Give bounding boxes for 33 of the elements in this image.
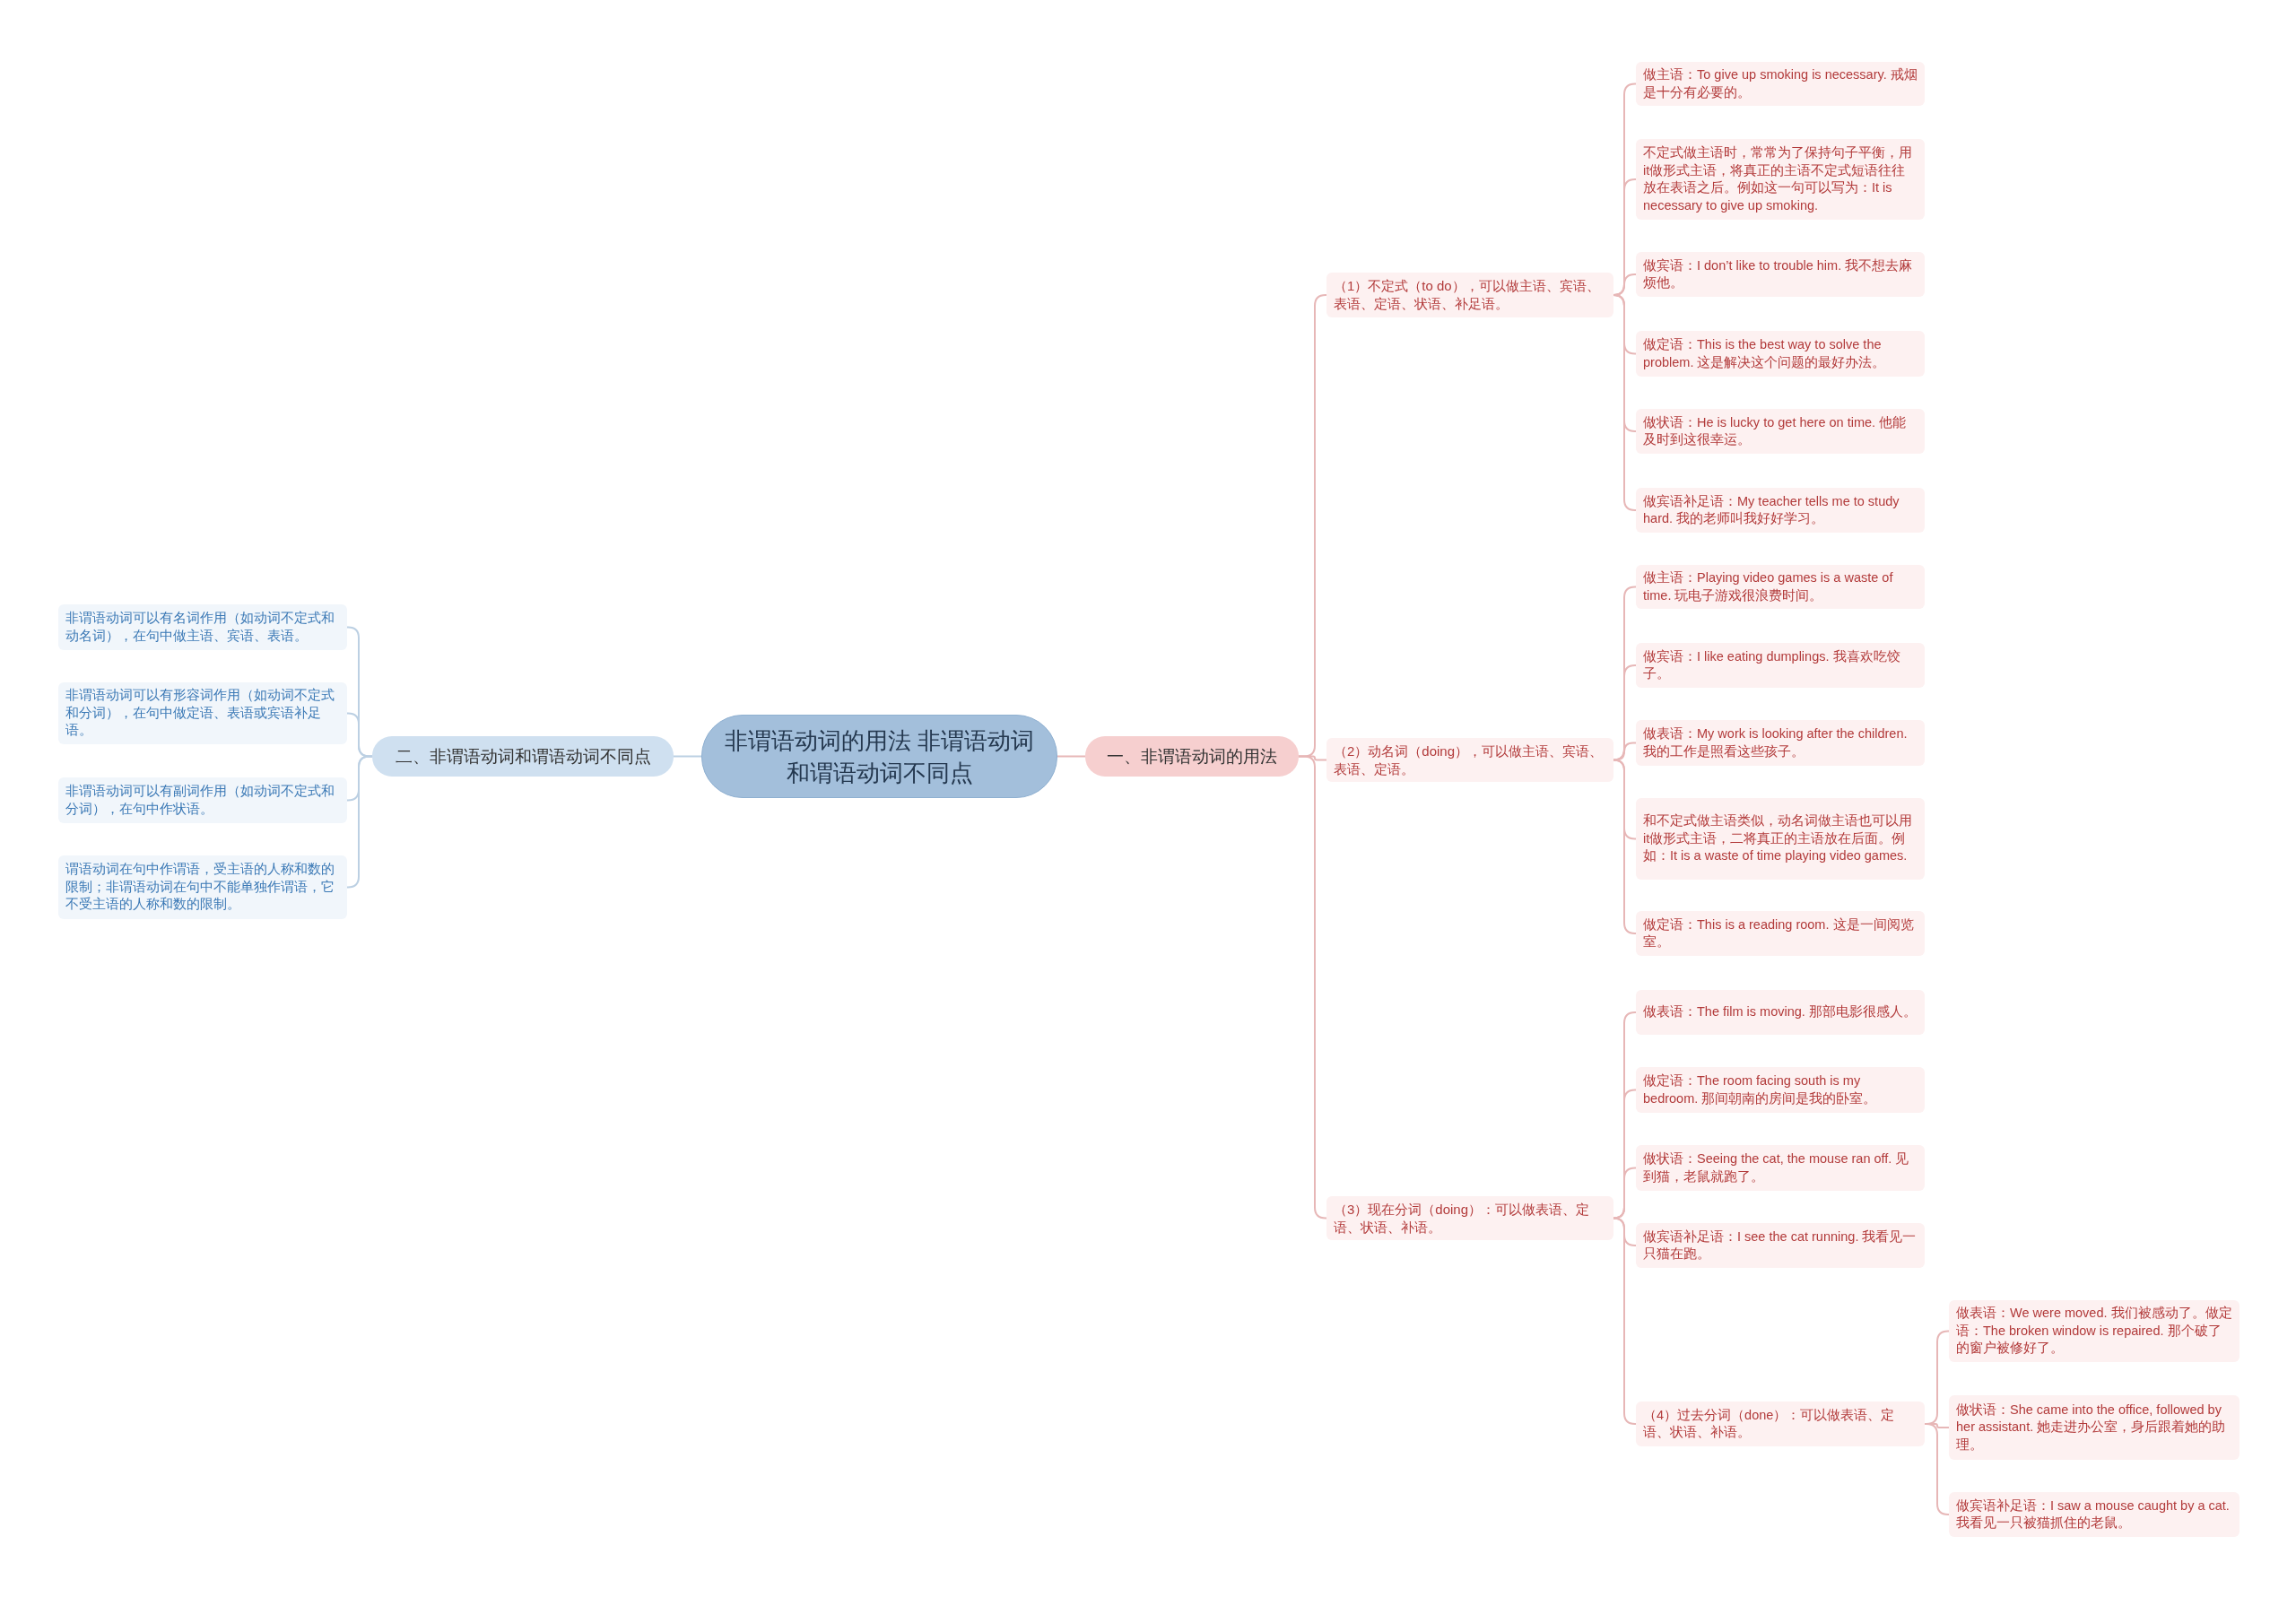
leaf-note: 做状语：Seeing the cat, the mouse ran off. 见到猫，老鼠就跑了。 bbox=[1636, 1145, 1925, 1191]
leaf-note: 非谓语动词可以有形容词作用（如动词不定式和分词），在句中做定语、表语或宾语补足语。 bbox=[58, 682, 347, 744]
leaf-note: 做宾语补足语：I see the cat running. 我看见一只猫在跑。 bbox=[1636, 1223, 1925, 1268]
subtopic-box: （1）不定式（to do），可以做主语、宾语、表语、定语、状语、补足语。 bbox=[1326, 273, 1613, 317]
central-topic: 非谓语动词的用法 非谓语动词和谓语动词不同点 bbox=[701, 715, 1057, 798]
leaf-note: 做主语：Playing video games is a waste of time. 玩电子游戏很浪费时间。 bbox=[1636, 565, 1925, 609]
leaf-note: 做宾语补足语：I saw a mouse caught by a cat. 我看见一只被猫抓住的老鼠。 bbox=[1949, 1492, 2239, 1537]
connector-line bbox=[1298, 755, 1327, 1219]
leaf-note: 非谓语动词可以有名词作用（如动词不定式和动名词），在句中做主语、宾语、表语。 bbox=[58, 604, 347, 650]
connector-line bbox=[673, 755, 702, 758]
leaf-note: 做宾语：I like eating dumplings. 我喜欢吃饺子。 bbox=[1636, 643, 1925, 688]
leaf-note: 做宾语：I don’t like to trouble him. 我不想去麻烦他。 bbox=[1636, 252, 1925, 297]
leaf-note: 和不定式做主语类似，动名词做主语也可以用it做形式主语，二将真正的主语放在后面。例如：It is a waste of time playing video games. bbox=[1636, 798, 1925, 880]
branch-topic: 二、非谓语动词和谓语动词不同点 bbox=[372, 736, 674, 777]
leaf-note: 做状语：He is lucky to get here on time. 他能及时到这很幸运。 bbox=[1636, 409, 1925, 454]
leaf-note: 做状语：She came into the office, followed by her assistant. 她走进办公室，身后跟着她的助理。 bbox=[1949, 1395, 2239, 1460]
leaf-note: （4）过去分词（done）：可以做表语、定语、状语、补语。 bbox=[1636, 1402, 1925, 1446]
leaf-note: 非谓语动词可以有副词作用（如动词不定式和分词），在句中作状语。 bbox=[58, 777, 347, 823]
leaf-note: 不定式做主语时，常常为了保持句子平衡，用it做形式主语，将真正的主语不定式短语往往放在表语之后。例如这一句可以写为：It is necessary to give up smoking. bbox=[1636, 139, 1925, 220]
leaf-note: 做主语：To give up smoking is necessary. 戒烟是十分有必要的。 bbox=[1636, 62, 1925, 106]
leaf-note: 做定语：This is the best way to solve the problem. 这是解决这个问题的最好办法。 bbox=[1636, 331, 1925, 377]
leaf-note: 做定语：The room facing south is my bedroom. 那间朝南的房间是我的卧室。 bbox=[1636, 1067, 1925, 1113]
connector-line bbox=[1057, 755, 1086, 758]
connector-line bbox=[1613, 294, 1637, 511]
leaf-note: 做表语：We were moved. 我们被感动了。做定语：The broken window is repaired. 那个破了的窗户被修好了。 bbox=[1949, 1300, 2239, 1362]
leaf-note: 做定语：This is a reading room. 这是一间阅览室。 bbox=[1636, 911, 1925, 956]
branch-topic: 一、非谓语动词的用法 bbox=[1085, 736, 1299, 777]
leaf-note: 做宾语补足语：My teacher tells me to study hard. 我的老师叫我好好学习。 bbox=[1636, 488, 1925, 533]
leaf-note: 谓语动词在句中作谓语，受主语的人称和数的限制；非谓语动词在句中不能单独作谓语，它不受主语的人称和数的限制。 bbox=[58, 855, 347, 919]
leaf-note: 做表语：The film is moving. 那部电影很感人。 bbox=[1636, 990, 1925, 1035]
leaf-note: 做表语：My work is looking after the children. 我的工作是照看这些孩子。 bbox=[1636, 720, 1925, 766]
subtopic-box: （3）现在分词（doing）：可以做表语、定语、状语、补语。 bbox=[1326, 1196, 1613, 1240]
subtopic-box: （2）动名词（doing），可以做主语、宾语、表语、定语。 bbox=[1326, 738, 1613, 782]
